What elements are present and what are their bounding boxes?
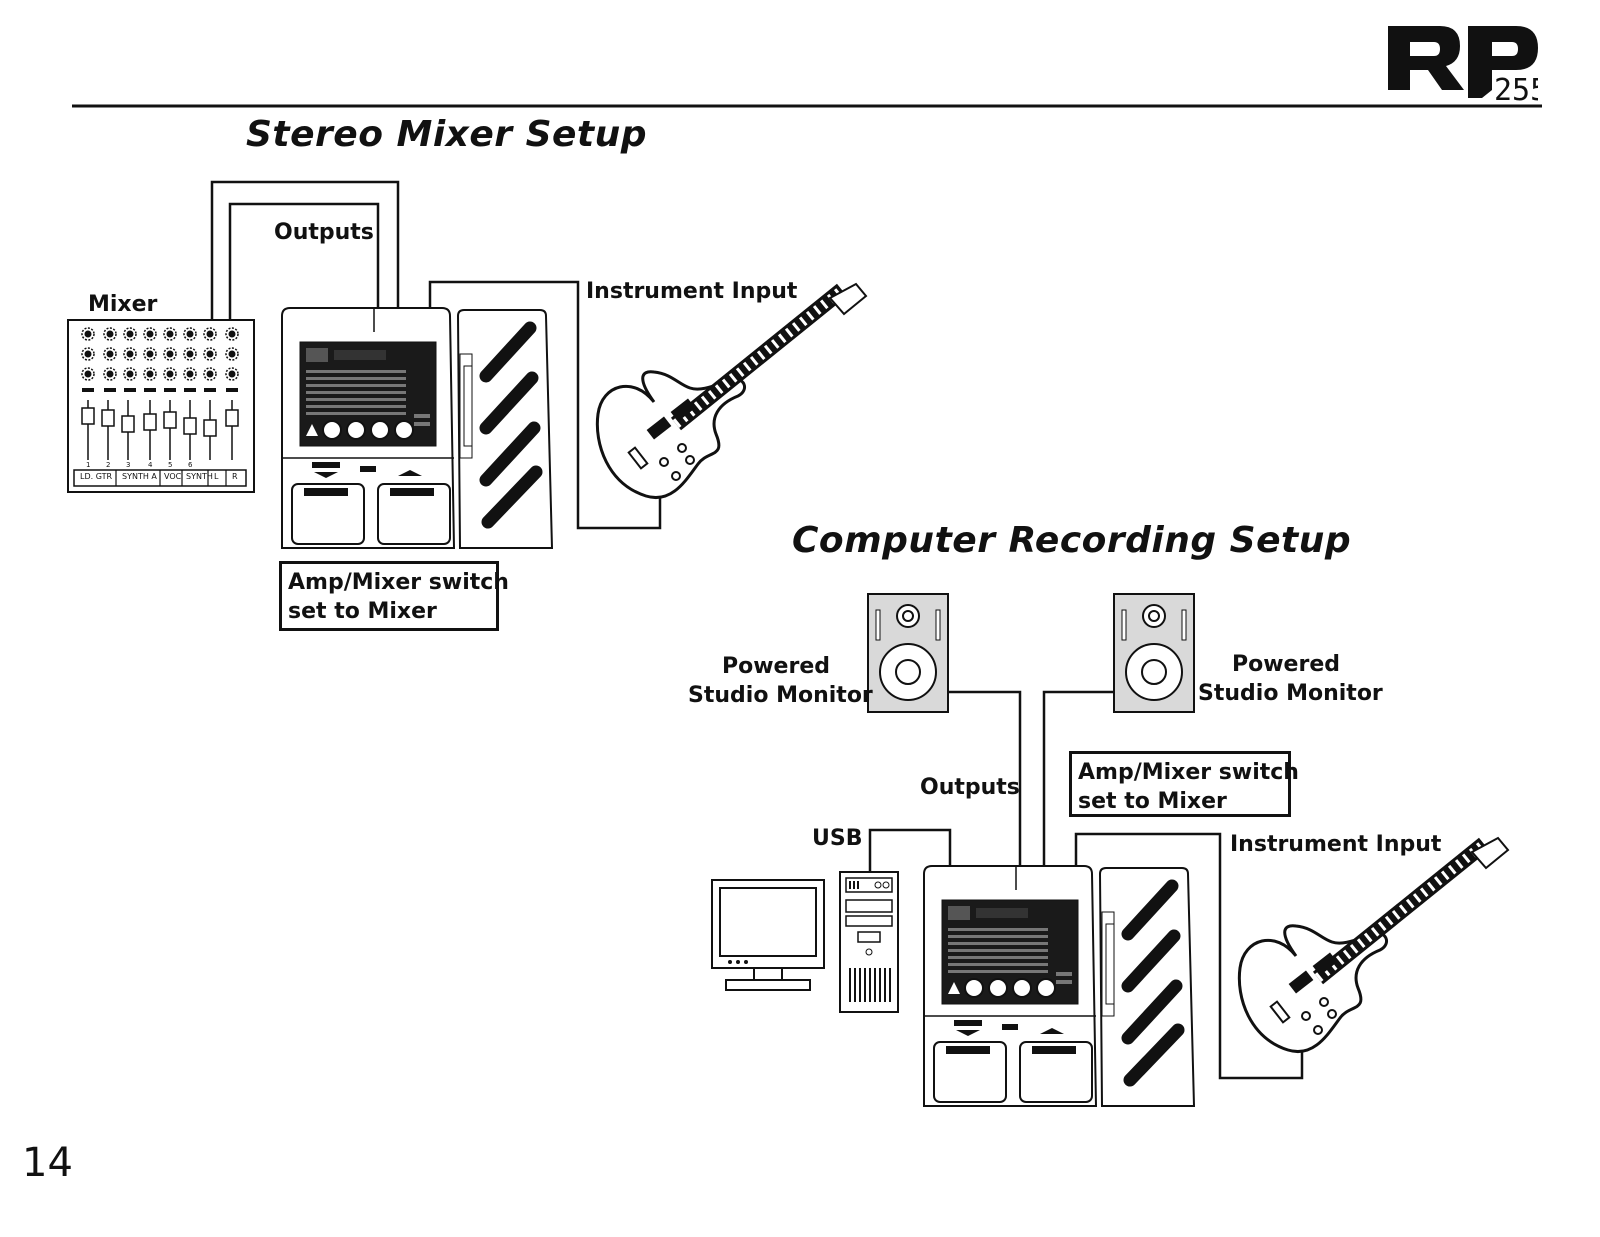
output-cable-left: [210, 180, 400, 322]
page-number: 14: [22, 1140, 73, 1186]
stereo-instrument-input-label: Instrument Input: [586, 279, 798, 304]
monitor-right-label: Powered Studio Monitor: [1198, 650, 1383, 708]
computer-outputs-label: Outputs: [920, 775, 1020, 800]
stereo-switch-note-line2: set to Mixer: [288, 599, 437, 624]
mixer-number-3: 3: [126, 461, 131, 469]
output-cable-monitor-left: [948, 690, 1022, 866]
computer-tower: [839, 871, 899, 1013]
rp255-pedal-computer: [924, 866, 1194, 1106]
studio-monitor-right: [1113, 593, 1195, 713]
computer-instrument-input-label: Instrument Input: [1230, 832, 1442, 857]
computer-monitor: [711, 879, 825, 991]
rp255-pedal-stereo: [282, 308, 552, 548]
stereo-switch-note: Amp/Mixer switch set to Mixer: [279, 561, 509, 631]
stereo-switch-note-line1: Amp/Mixer switch: [288, 570, 509, 595]
monitor-right-label-line2: Studio Monitor: [1198, 681, 1383, 706]
mixer-number-1: 1: [86, 461, 91, 469]
output-cable-monitor-right: [1042, 690, 1114, 866]
mixer-channel-4: SYNTH: [186, 472, 213, 481]
mixer-channel-2: SYNTH A: [122, 472, 157, 481]
monitor-left-label: Powered Studio Monitor: [688, 652, 873, 710]
mixer-channel-3: VOC: [164, 472, 182, 481]
guitar-computer: [1239, 838, 1508, 1052]
mixer-number-4: 4: [148, 461, 153, 469]
studio-monitor-left: [867, 593, 949, 713]
logo-model-number: 255: [1494, 73, 1538, 104]
monitor-left-label-line2: Studio Monitor: [688, 683, 873, 708]
computer-switch-note-line1: Amp/Mixer switch: [1078, 760, 1299, 785]
usb-cable: [868, 828, 952, 872]
monitor-right-label-line1: Powered: [1231, 652, 1340, 677]
stereo-outputs-label: Outputs: [274, 220, 374, 245]
computer-switch-note-line2: set to Mixer: [1078, 789, 1227, 814]
mixer-device: [67, 319, 255, 493]
computer-setup-title: Computer Recording Setup: [792, 520, 1352, 561]
mixer-channel-6: R: [232, 472, 238, 481]
monitor-left-label-line1: Powered: [721, 654, 830, 679]
guitar-stereo: [597, 284, 866, 498]
mixer-number-6: 6: [188, 461, 193, 469]
mixer-number-5: 5: [168, 461, 173, 469]
instrument-cable-computer: [1074, 832, 1304, 1080]
mixer-channel-5: L: [214, 472, 219, 481]
rp255-logo: 255: [1388, 26, 1538, 104]
usb-label: USB: [812, 826, 863, 851]
instrument-cable: [428, 280, 662, 530]
mixer-number-2: 2: [106, 461, 111, 469]
stereo-setup-title: Stereo Mixer Setup: [246, 114, 648, 155]
mixer-label: Mixer: [88, 292, 158, 317]
computer-switch-note: Amp/Mixer switch set to Mixer: [1069, 751, 1299, 817]
mixer-channel-1: LD. GTR: [80, 472, 113, 481]
output-cable-right: [228, 202, 380, 322]
